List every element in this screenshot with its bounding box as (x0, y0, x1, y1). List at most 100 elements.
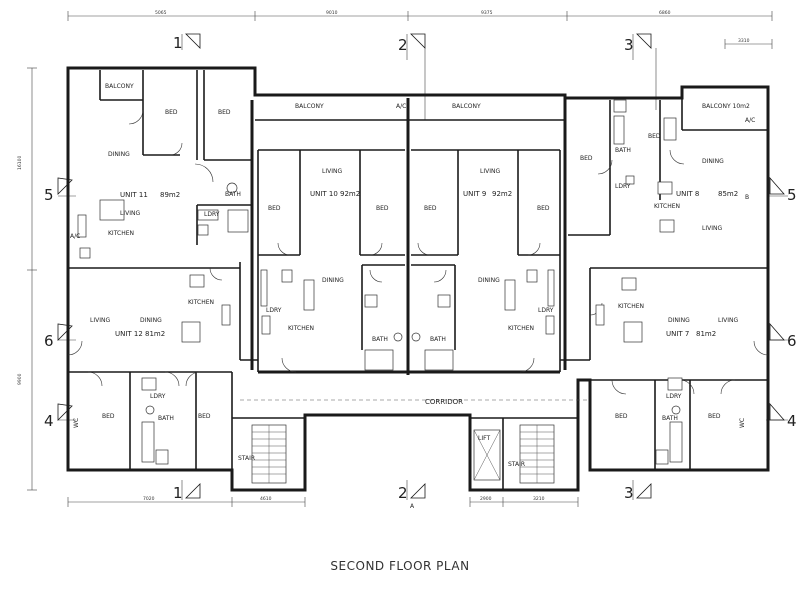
stair-label-right: STAIR (508, 461, 525, 468)
unit-10-area: 92m2 (340, 190, 360, 198)
room-label-ac-u11: A/C (70, 233, 80, 240)
dimension-lines (27, 11, 773, 507)
room-label-dining-u8: DINING (702, 158, 724, 165)
room-label-living-u11: LIVING (120, 210, 140, 217)
section-markers (57, 33, 788, 500)
drawing-title: SECOND FLOOR PLAN (330, 559, 470, 573)
room-label-bath-u12: BATH (158, 415, 174, 422)
corridor-label: CORRIDOR (425, 398, 463, 406)
grid-label-4-right: 4 (787, 412, 797, 430)
room-label-bed-u8a: BED (648, 133, 661, 140)
stair-treads (251, 424, 555, 484)
room-label-bath-u10: BATH (372, 336, 388, 343)
room-label-ldry-u9: LDRY (538, 307, 554, 314)
room-label-living-u9: LIVING (480, 168, 500, 175)
room-label-dining-u9: DINING (478, 277, 500, 284)
grid-label-1-bottom: 1 (173, 484, 183, 502)
room-label-bed-u11b: BED (218, 109, 231, 116)
grid-label-b: B (745, 194, 749, 201)
room-label-bed-u9a: BED (424, 205, 437, 212)
dim-bottom-mid-2: 3210 (533, 496, 545, 502)
dim-top-3: 9375 (481, 10, 493, 16)
room-label-kitchen-u10: KITCHEN (288, 325, 314, 332)
dim-top-2: 9010 (326, 10, 338, 16)
grid-label-3-bottom: 3 (624, 484, 634, 502)
room-label-bed-u7a: BED (615, 413, 628, 420)
room-label-kitchen-u11: KITCHEN (108, 230, 134, 237)
unit-10-name: UNIT 10 (310, 190, 338, 198)
room-label-ldry-u7: LDRY (666, 393, 682, 400)
grid-label-3-top: 3 (624, 36, 634, 54)
room-label-bed-u11a: BED (165, 109, 178, 116)
dim-bottom-mid-1: 2900 (480, 496, 492, 502)
room-label-balcony-u8: BALCONY 10m2 (702, 103, 750, 110)
grid-label-5-left: 5 (44, 186, 54, 204)
room-label-bath-u8: BATH (615, 147, 631, 154)
room-label-bed-u10b: BED (376, 205, 389, 212)
room-label-kitchen-u7: KITCHEN (618, 303, 644, 310)
room-label-ldry-u12: LDRY (150, 393, 166, 400)
room-label-living-u8: LIVING (702, 225, 722, 232)
stair-label-left: STAIR (238, 455, 255, 462)
unit-12-name: UNIT 12 (115, 330, 143, 338)
unit-11-area: 89m2 (160, 191, 180, 199)
room-label-bath-u9: BATH (430, 336, 446, 343)
room-label-kitchen-u8: KITCHEN (654, 203, 680, 210)
grid-label-2-bottom: 2 (398, 484, 408, 502)
room-label-balcony-u10: BALCONY (295, 103, 324, 110)
grid-label-4-left: 4 (44, 412, 54, 430)
grid-label-a: A (410, 503, 415, 510)
dim-top-4: 6860 (659, 10, 671, 16)
room-label-bed-u12a: BED (102, 413, 115, 420)
fixtures (77, 99, 683, 481)
room-label-ac-u8: A/C (745, 117, 755, 124)
room-label-balcony-u11: BALCONY (105, 83, 134, 90)
room-label-bath-u7: BATH (662, 415, 678, 422)
unit-9-name: UNIT 9 (463, 190, 486, 198)
door-swings (67, 109, 769, 395)
dim-top-5: 3310 (738, 38, 750, 44)
unit-7-area: 81m2 (696, 330, 716, 338)
grid-label-1-top: 1 (173, 34, 183, 52)
room-label-dining-u7: DINING (668, 317, 690, 324)
room-label-bed-u10a: BED (268, 205, 281, 212)
room-label-ldry-u8: LDRY (615, 183, 631, 190)
room-label-dining-u11: DINING (108, 151, 130, 158)
grid-label-5-right: 5 (787, 186, 797, 204)
lift-label: LIFT (478, 435, 490, 442)
room-label-balcony-u9: BALCONY (452, 103, 481, 110)
room-label-kitchen-u12: KITCHEN (188, 299, 214, 306)
dim-left-1: 16100 (17, 156, 23, 170)
unit-7-name: UNIT 7 (666, 330, 689, 338)
room-label-ldry-u10: LDRY (266, 307, 282, 314)
dim-top-1: 5065 (155, 10, 167, 16)
room-label-living-u7: LIVING (718, 317, 738, 324)
unit-9-area: 92m2 (492, 190, 512, 198)
dim-bottom-left-1: 7020 (143, 496, 155, 502)
dim-bottom-left-2: 4610 (260, 496, 272, 502)
room-label-living-u10: LIVING (322, 168, 342, 175)
unit-8-area: 85m2 (718, 190, 738, 198)
room-label-bed-u12b: BED (198, 413, 211, 420)
room-label-bath-u11: BATH (225, 191, 241, 198)
unit-12-area: 81m2 (145, 330, 165, 338)
room-label-ldry-u11: LDRY (204, 211, 220, 218)
unit-8-name: UNIT 8 (676, 190, 699, 198)
dim-left-2: 9900 (17, 373, 23, 385)
room-label-bed-u9b: BED (537, 205, 550, 212)
room-label-kitchen-u9: KITCHEN (508, 325, 534, 332)
room-label-bed-u7b: BED (708, 413, 721, 420)
grid-label-6-left: 6 (44, 332, 54, 350)
exterior-walls (66, 66, 770, 492)
room-label-living-u12: LIVING (90, 317, 110, 324)
room-label-dining-u12: DINING (140, 317, 162, 324)
room-label-bed-u8b: BED (580, 155, 593, 162)
unit-11-name: UNIT 11 (120, 191, 148, 199)
room-label-dining-u10: DINING (322, 277, 344, 284)
room-label-wc-u7: WC (739, 418, 746, 428)
grid-label-6-right: 6 (787, 332, 797, 350)
grid-label-2-top: 2 (398, 36, 408, 54)
room-label-ac-u10: A/C (396, 103, 406, 110)
room-label-wc-u12: WC (73, 418, 80, 428)
